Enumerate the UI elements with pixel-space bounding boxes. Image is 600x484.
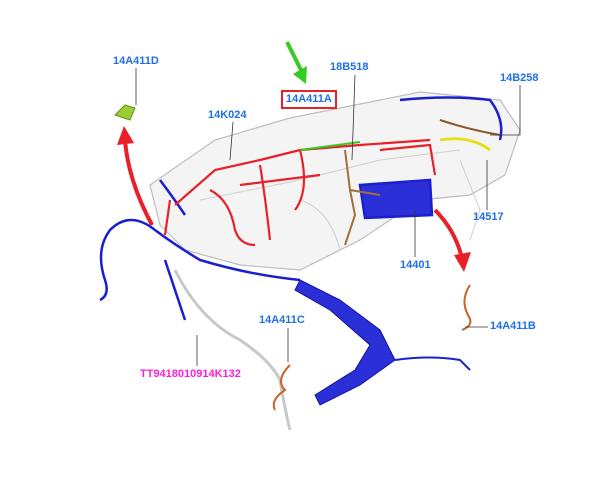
floor-console-harness — [294, 279, 396, 406]
connector-14A411D — [114, 104, 136, 121]
label-14B258: 14B258 — [500, 72, 539, 84]
label-14A411A-highlighted: 14A411A — [281, 90, 337, 109]
label-14401: 14401 — [400, 259, 431, 271]
label-14A411B: 14A411B — [490, 320, 536, 332]
label-14A411D: 14A411D — [113, 55, 159, 67]
red-harness — [163, 138, 437, 247]
blue-harness — [99, 96, 503, 321]
label-part-number: TT9418010914K132 — [140, 368, 241, 380]
connector-14A411C — [272, 364, 291, 411]
red-arrow-icon — [123, 139, 154, 226]
label-18B518: 18B518 — [330, 61, 369, 73]
green-arrow-icon — [285, 41, 304, 73]
label-14517: 14517 — [473, 211, 504, 223]
label-14A411C: 14A411C — [259, 314, 305, 326]
label-14K024: 14K024 — [208, 109, 247, 121]
connector-14A411B — [461, 284, 472, 331]
red-arrow-icon — [433, 208, 464, 259]
dashboard-outline — [149, 91, 521, 271]
